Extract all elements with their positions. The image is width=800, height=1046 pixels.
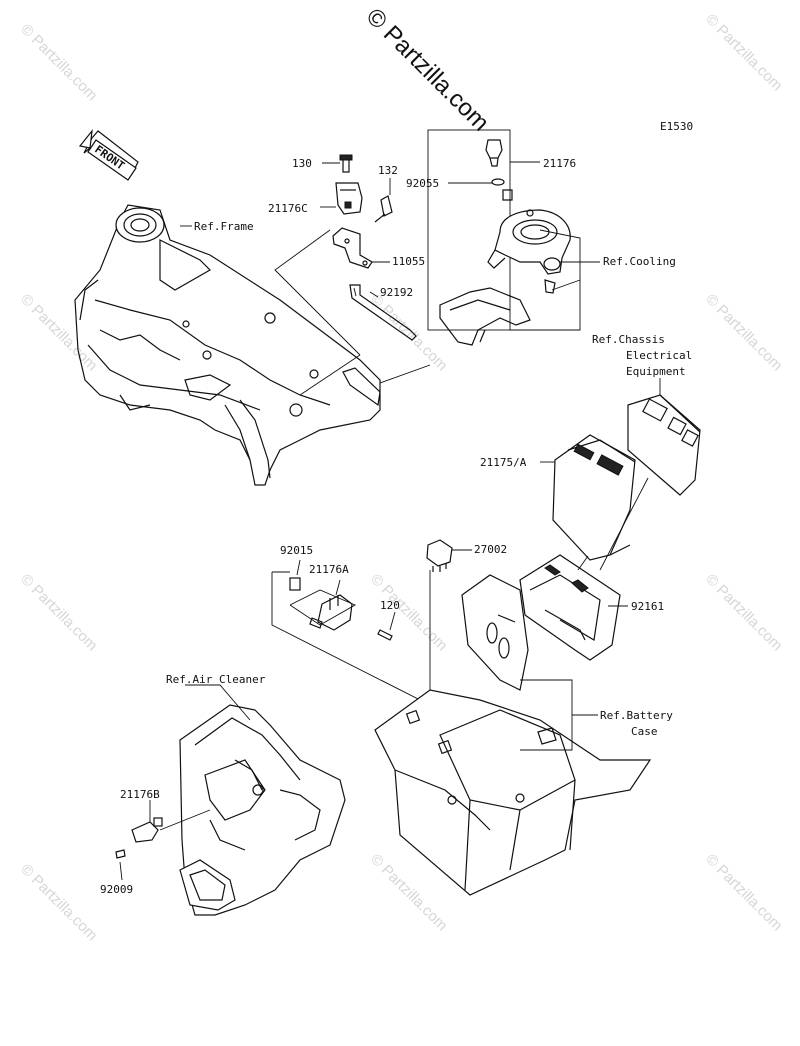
battery-case [374,689,652,896]
watermark-mr: © Partzilla.com [702,291,785,374]
sensor-21176B-assembly [115,800,211,881]
label-21176C: 21176C [268,202,308,215]
watermark-c3: © Partzilla.com [367,571,450,654]
sensor-21176-assembly [427,129,571,346]
label-92009: 92009 [100,883,133,896]
label-21176A: 21176A [309,563,349,576]
part-labels: 130 132 21176C 11055 92192 21176 92055 R… [100,157,692,896]
cooling-label-lines [448,161,600,331]
watermark-r3: © Partzilla.com [702,571,785,654]
label-ref-battery-1: Ref.Battery [600,709,673,722]
label-21176B: 21176B [120,788,160,801]
ecu-chassis-electrical [627,378,701,496]
label-92015: 92015 [280,544,313,557]
watermark-ml: © Partzilla.com [17,291,100,374]
label-ref-cooling: Ref.Cooling [603,255,676,268]
copyright-watermark: © Partzilla.com [361,3,494,136]
ecu-21175A [552,434,636,561]
label-27002: 27002 [474,543,507,556]
front-arrow-icon: FRONT [78,128,139,181]
label-ref-chassis-3: Equipment [626,365,686,378]
label-92192: 92192 [380,286,413,299]
watermark-tr: © Partzilla.com [702,11,785,94]
ecu-connector-lines [540,461,649,571]
label-ref-air-cleaner: Ref.Air Cleaner [166,673,266,686]
upper-label-lines [180,162,431,396]
watermark-r4: © Partzilla.com [702,851,785,934]
label-ref-frame: Ref.Frame [194,220,254,233]
label-11055: 11055 [392,255,425,268]
watermark-tl: © Partzilla.com [17,21,100,104]
label-21176: 21176 [543,157,576,170]
tray-92161 [519,554,621,661]
label-ref-battery-2: Case [631,725,658,738]
diagram-code: E1530 [660,120,693,133]
watermark-mc: © Partzilla.com [367,291,450,374]
sensor-21176C-assembly [332,154,417,341]
relay-27002 [426,539,472,705]
sensor-21176A-assembly [271,559,431,706]
air-cleaner [179,684,346,916]
label-92161: 92161 [631,600,664,613]
label-ref-chassis-1: Ref.Chassis [592,333,665,346]
label-21175A: 21175/A [480,456,527,469]
label-ref-chassis-2: Electrical [626,349,692,362]
label-132: 132 [378,164,398,177]
label-92055: 92055 [406,177,439,190]
label-120: 120 [380,599,400,612]
bracket-lower [461,574,628,751]
label-130: 130 [292,157,312,170]
watermark-l4: © Partzilla.com [17,861,100,944]
frame-drawing [74,204,381,486]
watermark-l3: © Partzilla.com [17,571,100,654]
